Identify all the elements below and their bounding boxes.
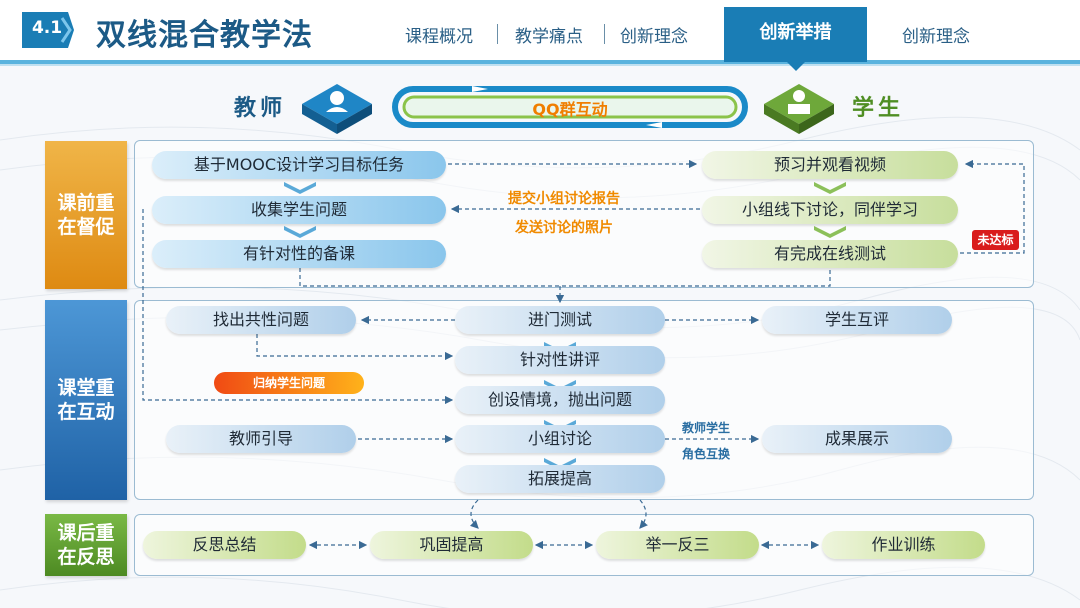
teacher-collect-questions: 收集学生问题 <box>152 196 446 224</box>
nav-tab-measures-active[interactable]: 创新举措 <box>724 7 867 62</box>
phase-after-label: 课后重在反思 <box>57 522 115 568</box>
summarize-questions-tag: 归纳学生问题 <box>214 372 364 394</box>
peer-review: 学生互评 <box>762 306 952 334</box>
page-title: 双线混合教学法 <box>96 18 313 53</box>
group-discussion: 小组讨论 <box>455 425 665 453</box>
nav-tab-overview[interactable]: 课程概况 <box>405 27 473 47</box>
nav-tab-concept[interactable]: 创新理念 <box>620 27 688 47</box>
after-consolidate: 巩固提高 <box>370 531 533 559</box>
teacher-guidance: 教师引导 <box>166 425 356 453</box>
role-student-label: 学生 <box>852 96 905 121</box>
entry-test: 进门测试 <box>455 306 665 334</box>
after-draw-inferences: 举一反三 <box>596 531 759 559</box>
teacher-icon <box>302 84 372 134</box>
header-rule <box>0 60 1080 64</box>
note-submit-report: 提交小组讨论报告 <box>508 191 620 207</box>
student-group-discussion: 小组线下讨论，同伴学习 <box>702 196 958 224</box>
nav-tab-pain-points[interactable]: 教学痛点 <box>515 27 583 47</box>
qq-interaction-label: QQ群互动 <box>532 100 608 119</box>
student-online-test: 有完成在线测试 <box>702 240 958 268</box>
create-scenario: 创设情境，抛出问题 <box>455 386 665 414</box>
nav-tab-concept-2[interactable]: 创新理念 <box>902 27 970 47</box>
role-swap-line-1: 教师学生 <box>682 421 731 435</box>
nav-active-pointer <box>787 62 805 71</box>
role-teacher-label: 教师 <box>234 96 287 121</box>
section-badge: 4.1 <box>18 8 76 52</box>
teacher-design-task: 基于MOOC设计学习目标任务 <box>152 151 446 179</box>
nav-separator <box>604 24 605 44</box>
header-bar <box>0 0 1080 66</box>
badge-shape-icon <box>22 12 74 48</box>
targeted-lecture: 针对性讲评 <box>455 346 665 374</box>
nav-separator <box>497 24 498 44</box>
qq-interaction-loop <box>392 86 748 128</box>
after-homework: 作业训练 <box>822 531 985 559</box>
student-icon <box>764 84 834 134</box>
note-send-photo: 发送讨论的照片 <box>515 220 613 236</box>
role-swap-line-2: 角色互换 <box>682 447 731 461</box>
extend-improve: 拓展提高 <box>455 465 665 493</box>
phase-in-class: 课堂重在互动 <box>45 300 127 500</box>
find-common-problems: 找出共性问题 <box>166 306 356 334</box>
phase-during-label: 课堂重在互动 <box>57 377 115 423</box>
section-number: 4.1 <box>31 18 63 38</box>
fail-tag: 未达标 <box>972 230 1019 250</box>
after-reflect-summary: 反思总结 <box>143 531 306 559</box>
student-preview-video: 预习并观看视频 <box>702 151 958 179</box>
teacher-targeted-prep: 有针对性的备课 <box>152 240 446 268</box>
phase-before-label: 课前重在督促 <box>57 192 115 238</box>
phase-before-class: 课前重在督促 <box>45 141 127 289</box>
header-rule-light <box>0 64 1080 66</box>
phase-after-class: 课后重在反思 <box>45 514 127 576</box>
results-showcase: 成果展示 <box>762 425 952 453</box>
